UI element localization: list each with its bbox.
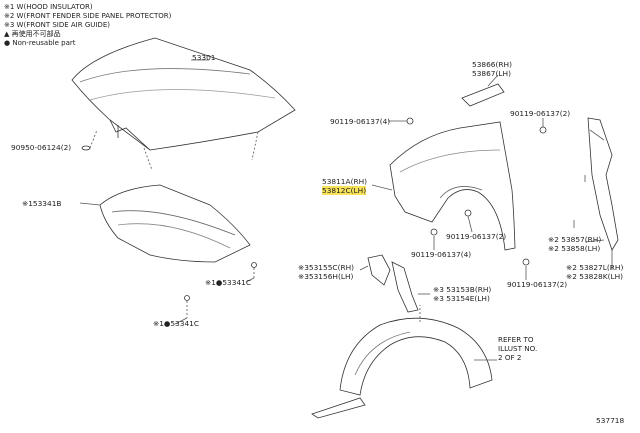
fender-shape	[389, 121, 516, 251]
label-bracket-lh[interactable]: 53867(LH)	[472, 69, 511, 78]
legend-item-2: ※2 W(FRONT FENDER SIDE PANEL PROTECTOR)	[4, 12, 172, 20]
hood-shape	[71, 37, 296, 151]
label-clip-90950[interactable]: 90950-06124(2)	[11, 143, 72, 152]
label-seal-lh[interactable]: ※2 53858(LH)	[548, 244, 601, 253]
label-bolt-c[interactable]: 90119-06137(2)	[446, 232, 507, 241]
label-guard-rh[interactable]: ※2 53827L(RH)	[566, 263, 624, 272]
legend-item-5: ● Non-reusable part	[4, 39, 76, 47]
label-seal-rh[interactable]: ※2 53857(RH)	[548, 235, 602, 244]
air-guide-2-shape	[391, 261, 419, 313]
label-hood[interactable]: 53301	[192, 53, 216, 62]
label-bracket-rh[interactable]: 53866(RH)	[472, 60, 512, 69]
fender-bracket-shape	[461, 83, 505, 107]
label-bolt-d[interactable]: 90119-06137(4)	[411, 250, 472, 259]
label-clip-53341c-a[interactable]: ※1●53341C	[205, 278, 252, 287]
label-bolt-b[interactable]: 90119-06137(2)	[510, 109, 571, 118]
insulator-shape	[99, 184, 251, 263]
legend: ※1 W(HOOD INSULATOR) ※2 W(FRONT FENDER S…	[4, 3, 171, 48]
label-bolt-e[interactable]: 90119-06137(2)	[507, 280, 568, 289]
label-bolt-a[interactable]: 90119-06137(4)	[330, 117, 391, 126]
label-guide-lh[interactable]: ※353156H(LH)	[298, 272, 354, 281]
refer-note: REFER TO ILLUST NO. 2 OF 2	[498, 335, 537, 362]
fender-liner-shape	[339, 317, 493, 396]
label-clip-53341c-b[interactable]: ※1●53341C	[153, 319, 200, 328]
illustration-number: 537718	[596, 416, 625, 425]
legend-item-4: ▲ 再使用不可部品	[4, 30, 61, 38]
label-guide-rh[interactable]: ※353155C(RH)	[298, 263, 355, 272]
refer-line-3: 2 OF 2	[498, 353, 522, 362]
label-guide2-rh[interactable]: ※3 53153B(RH)	[433, 285, 492, 294]
legend-item-3: ※3 W(FRONT SIDE AIR GUIDE)	[4, 21, 110, 29]
protector-shape	[587, 117, 619, 251]
label-fender-lh[interactable]: 53812C(LH)	[322, 186, 367, 195]
label-insulator[interactable]: ※153341B	[22, 199, 62, 208]
refer-line-1: REFER TO	[498, 335, 534, 344]
legend-item-1: ※1 W(HOOD INSULATOR)	[4, 3, 93, 11]
label-guard-lh[interactable]: ※2 53828K(LH)	[566, 272, 624, 281]
air-guide-shape	[367, 254, 391, 286]
label-guide2-lh[interactable]: ※3 53154E(LH)	[433, 294, 490, 303]
label-fender-rh[interactable]: 53811A(RH)	[322, 177, 368, 186]
refer-line-2: ILLUST NO.	[498, 344, 538, 353]
